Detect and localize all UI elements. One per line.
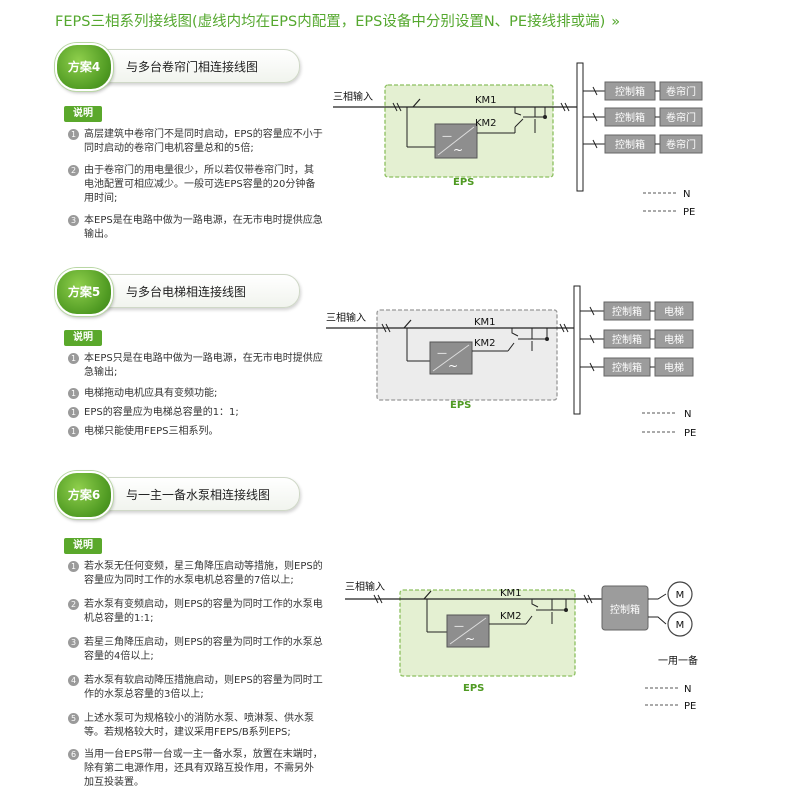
svg-text:控制箱: 控制箱	[615, 111, 645, 124]
km1-label: KM1	[475, 95, 497, 106]
svg-text:电梯: 电梯	[664, 333, 684, 346]
motor-icon	[667, 581, 693, 607]
output-branch-1: 控制箱 卷帘门	[583, 81, 703, 101]
scheme-5-title: 与多台电梯相连接线图	[126, 285, 247, 299]
input-switch	[423, 590, 432, 600]
svg-text:—: —	[454, 621, 464, 632]
scheme-6-title-bar: 与一主一备水泵相连接线图	[83, 477, 300, 511]
svg-text:卷帘门: 卷帘门	[666, 85, 696, 98]
input-switch	[403, 319, 412, 329]
scheme-4-header: 与多台卷帘门相连接线图 方案4	[55, 43, 300, 91]
scheme-5-title-bar: 与多台电梯相连接线图	[83, 274, 300, 308]
scheme-6-diagram: 三相输入 — ~ KM1 KM2 EPS 控制箱 M M 一用一备 N PE	[345, 580, 698, 712]
km2-label: KM2	[500, 611, 522, 622]
svg-text:控制箱: 控制箱	[612, 305, 642, 318]
standby-caption: 一用一备	[658, 654, 698, 667]
n-label: N	[684, 409, 691, 420]
pe-label: PE	[684, 428, 696, 439]
pe-label: PE	[683, 207, 695, 218]
scheme-5-note-label: 说明	[64, 330, 102, 346]
busbar	[576, 62, 584, 192]
svg-text:~: ~	[465, 632, 475, 646]
km2-label: KM2	[475, 118, 497, 129]
scheme-4-title-bar: 与多台卷帘门相连接线图	[83, 49, 300, 83]
eps-label: EPS	[453, 177, 474, 188]
scheme-4-note-label: 说明	[64, 106, 102, 122]
n-label: N	[683, 189, 690, 200]
km1-label: KM1	[474, 317, 496, 328]
scheme-6-note-label: 说明	[64, 538, 102, 554]
svg-text:M: M	[676, 590, 685, 601]
load-box	[654, 301, 694, 321]
output-branch-3: 控制箱 电梯	[580, 357, 694, 377]
scheme-4-diagram: 三相输入 — ~ KM1 KM2 EPS 控制箱 卷帘门 控制箱 卷帘门	[333, 62, 703, 218]
load-box	[659, 81, 703, 101]
svg-text:—: —	[442, 131, 452, 142]
chevron-right-icon: »	[611, 14, 621, 30]
svg-text:控制箱: 控制箱	[615, 138, 645, 151]
busbar	[573, 285, 581, 415]
scheme-4-title: 与多台卷帘门相连接线图	[126, 60, 259, 74]
input-label: 三相输入	[326, 311, 366, 324]
svg-text:控制箱: 控制箱	[612, 361, 642, 374]
scheme-4-badge: 方案4	[55, 43, 113, 91]
scheme-6-title: 与一主一备水泵相连接线图	[126, 488, 271, 502]
load-box	[659, 107, 703, 127]
load-box	[654, 329, 694, 349]
input-label: 三相输入	[333, 90, 373, 103]
output-branch-2: 控制箱 卷帘门	[583, 107, 703, 127]
km2-label: KM2	[474, 338, 496, 349]
svg-text:M: M	[676, 620, 685, 631]
motor-icon	[667, 611, 693, 637]
scheme-5-diagram: 三相输入 — ~ KM1 KM2 EPS 控制箱 电梯 控制箱 电梯 控制箱	[326, 285, 696, 439]
output-branch-2: 控制箱 电梯	[580, 329, 694, 349]
svg-text:控制箱: 控制箱	[610, 603, 640, 616]
page-title: FEPS三相系列接线图(虚线内均在EPS内配置，EPS设备中分别设置N、PE接线…	[55, 14, 621, 30]
eps-label: EPS	[450, 400, 471, 411]
svg-text:控制箱: 控制箱	[612, 333, 642, 346]
svg-text:卷帘门: 卷帘门	[666, 111, 696, 124]
svg-text:~: ~	[453, 143, 463, 157]
control-box	[601, 585, 649, 631]
scheme-6-header: 与一主一备水泵相连接线图 方案6	[55, 471, 300, 519]
svg-text:~: ~	[448, 359, 458, 373]
load-box	[659, 134, 703, 154]
km1-label: KM1	[500, 588, 522, 599]
scheme-6-badge: 方案6	[55, 471, 113, 519]
load-box	[654, 357, 694, 377]
output-branch-1: 控制箱 电梯	[580, 301, 694, 321]
input-switch	[412, 98, 421, 108]
svg-text:卷帘门: 卷帘门	[666, 138, 696, 151]
svg-text:电梯: 电梯	[664, 305, 684, 318]
svg-text:电梯: 电梯	[664, 361, 684, 374]
n-label: N	[684, 684, 691, 695]
scheme-5-header: 与多台电梯相连接线图 方案5	[55, 268, 300, 316]
svg-text:控制箱: 控制箱	[615, 85, 645, 98]
scheme-5-badge: 方案5	[55, 268, 113, 316]
eps-label: EPS	[463, 683, 484, 694]
pe-label: PE	[684, 701, 696, 712]
svg-text:—: —	[437, 348, 447, 359]
input-label: 三相输入	[345, 580, 385, 593]
output-branch-3: 控制箱 卷帘门	[583, 134, 703, 154]
